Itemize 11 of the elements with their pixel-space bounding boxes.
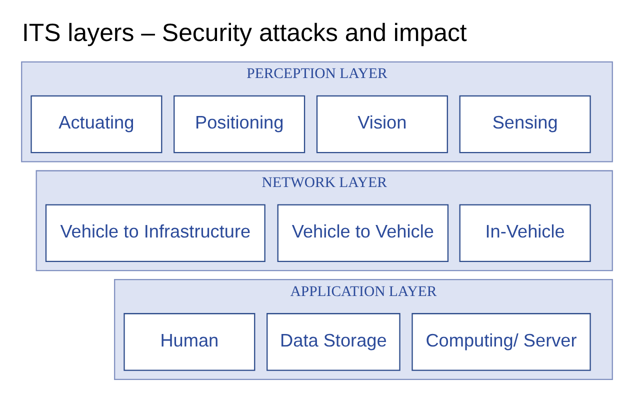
node-box: Vehicle to Vehicle <box>277 204 449 262</box>
node-box: Vehicle to Infrastructure <box>45 204 266 262</box>
node-box: Sensing <box>459 94 591 153</box>
node-box: Actuating <box>30 94 162 153</box>
node-box: Computing/ Server <box>412 312 591 370</box>
node-box: In-Vehicle <box>459 204 591 262</box>
node-box: Data Storage <box>266 312 400 370</box>
node-box: Positioning <box>174 94 306 153</box>
node-box: Vision <box>316 94 448 153</box>
node-box: Human <box>124 312 256 370</box>
diagram-title: ITS layers – Security attacks and impact <box>22 18 467 47</box>
